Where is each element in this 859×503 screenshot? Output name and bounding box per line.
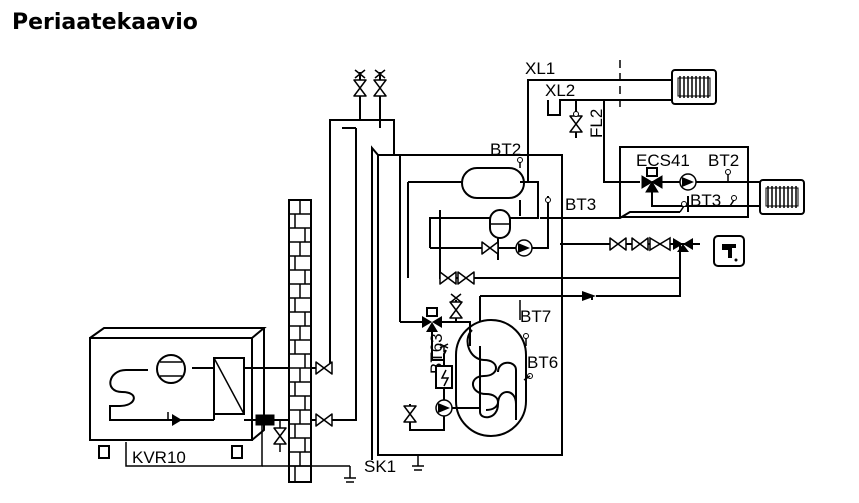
electric-heater-icon — [435, 365, 453, 389]
radiator-icon — [671, 69, 717, 105]
label-bt3-tank: BT3 — [565, 195, 596, 214]
label-kvr10: KVR10 — [132, 448, 186, 467]
label-fl2: FL2 — [587, 109, 606, 138]
check-valve-icon — [172, 414, 182, 426]
label-bt63: BT63 — [427, 333, 446, 374]
label-bt7: BT7 — [520, 307, 551, 326]
label-ecs41: ECS41 — [636, 151, 690, 170]
buffer-tank — [461, 167, 525, 199]
label-bt2-tank: BT2 — [490, 140, 521, 159]
label-sk1: SK1 — [364, 457, 396, 476]
drain-icon — [262, 455, 424, 483]
shunt-valve-icon — [641, 167, 663, 193]
label-bt3-ecs: BT3 — [690, 191, 721, 210]
label-bt2-ecs: BT2 — [708, 151, 739, 170]
outdoor-unit: KVR10 — [89, 327, 267, 467]
filter-icon — [255, 414, 275, 426]
page-title: Periaatekaavio — [12, 10, 198, 35]
compressor-icon — [156, 354, 186, 384]
wall-icon — [288, 199, 312, 483]
heat-exchanger-icon — [213, 357, 245, 415]
faucet-icon — [713, 235, 745, 267]
shunt-valve-icon — [422, 307, 442, 332]
shutoff-valve-icon — [353, 69, 387, 97]
label-xl1: XL1 — [525, 59, 555, 78]
label-bt6: BT6 — [527, 353, 558, 372]
circulation-pump-icon — [435, 399, 453, 417]
circulation-pump-icon — [515, 239, 533, 257]
label-xl2: XL2 — [545, 81, 575, 100]
radiator-icon — [759, 179, 805, 215]
